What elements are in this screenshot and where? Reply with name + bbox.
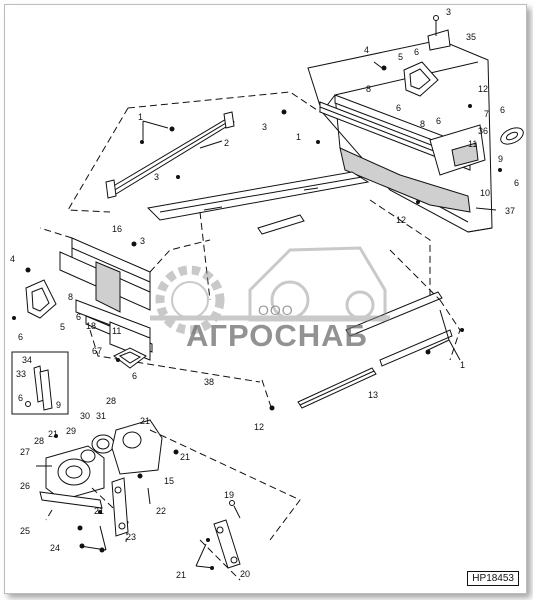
- callout-3-top: 3: [446, 7, 451, 17]
- callout-8c: 8: [68, 292, 73, 302]
- bar-part-2: [105, 111, 235, 199]
- callout-6b: 6: [396, 103, 401, 113]
- callout-2: 2: [224, 138, 229, 148]
- callout-29: 29: [66, 426, 76, 436]
- callout-36: 36: [478, 126, 488, 136]
- callout-21e: 21: [176, 570, 186, 580]
- callout-7: 7: [484, 109, 489, 119]
- top-panel-assembly: [67, 91, 370, 301]
- callout-6i: 6: [18, 393, 23, 403]
- callout-19: 19: [224, 490, 234, 500]
- callout-30: 30: [80, 411, 90, 421]
- callout-15: 15: [164, 476, 174, 486]
- callout-67: 67: [92, 346, 102, 356]
- watermark-small-text: ООО: [258, 302, 294, 318]
- bearing-assembly: [36, 419, 301, 543]
- callout-4b: 4: [10, 254, 15, 264]
- callout-37: 37: [505, 206, 515, 216]
- callout-23: 23: [126, 532, 136, 542]
- callout-18: 18: [86, 321, 96, 331]
- callout-6h: 6: [132, 371, 137, 381]
- inset-detail-box: [11, 351, 69, 415]
- callout-21d: 21: [94, 506, 104, 516]
- callout-20: 20: [240, 569, 250, 579]
- callout-4: 4: [364, 45, 369, 55]
- callout-3b: 3: [154, 172, 159, 182]
- callout-33: 33: [16, 369, 26, 379]
- callout-11b: 11: [112, 326, 121, 336]
- callout-12: 12: [478, 84, 488, 94]
- callout-9b: 9: [56, 400, 61, 410]
- lower-rail-assembly: [261, 199, 461, 411]
- callout-21c: 21: [180, 452, 190, 462]
- leader-lines: [79, 61, 497, 569]
- callout-28: 28: [106, 396, 116, 406]
- callout-5b: 5: [60, 322, 65, 332]
- fastener-dots: [12, 65, 502, 570]
- callout-1: 1: [138, 112, 143, 122]
- callout-12b: 12: [396, 215, 406, 225]
- callout-38: 38: [204, 377, 214, 387]
- callout-13: 13: [368, 390, 378, 400]
- callout-31: 31: [96, 411, 106, 421]
- callout-24: 24: [50, 543, 60, 553]
- callout-26: 26: [20, 481, 30, 491]
- callout-6g: 6: [18, 332, 23, 342]
- right-housing-assembly: [307, 15, 524, 233]
- watermark-logo: [150, 246, 390, 335]
- callout-6d: 6: [436, 116, 441, 126]
- callout-11: 11: [468, 139, 477, 149]
- callout-5: 5: [398, 52, 403, 62]
- callout-8: 8: [366, 84, 371, 94]
- callout-6f: 6: [76, 312, 81, 322]
- callout-35: 35: [466, 32, 476, 42]
- left-panel-assembly: [25, 227, 261, 383]
- reference-code: HP18453: [467, 571, 519, 586]
- callout-28b: 28: [34, 436, 44, 446]
- watermark-brand-text: АГРОСНАБ: [186, 318, 368, 353]
- callout-3: 3: [262, 122, 267, 132]
- callout-16: 16: [112, 224, 122, 234]
- callout-10: 10: [480, 188, 490, 198]
- callout-6: 6: [414, 47, 419, 57]
- callout-9: 9: [498, 154, 503, 164]
- link-assemblies: [111, 477, 241, 581]
- callout-1c: 1: [460, 360, 465, 370]
- callout-labels: 3 35 4 5 6 12 8 6 7 6 8 36 6 11 1 3 2 1 …: [10, 7, 519, 580]
- callout-1b: 1: [296, 132, 301, 142]
- callout-34: 34: [22, 355, 32, 365]
- callout-3c: 3: [140, 236, 145, 246]
- callout-6c: 6: [500, 105, 505, 115]
- callout-25: 25: [20, 526, 30, 536]
- callout-21: 21: [140, 416, 150, 426]
- callout-12c: 12: [254, 422, 264, 432]
- callout-6e: 6: [514, 178, 519, 188]
- callout-8b: 8: [420, 119, 425, 129]
- callout-21b: 21: [48, 429, 58, 439]
- callout-22: 22: [156, 506, 166, 516]
- callout-27: 27: [20, 447, 30, 457]
